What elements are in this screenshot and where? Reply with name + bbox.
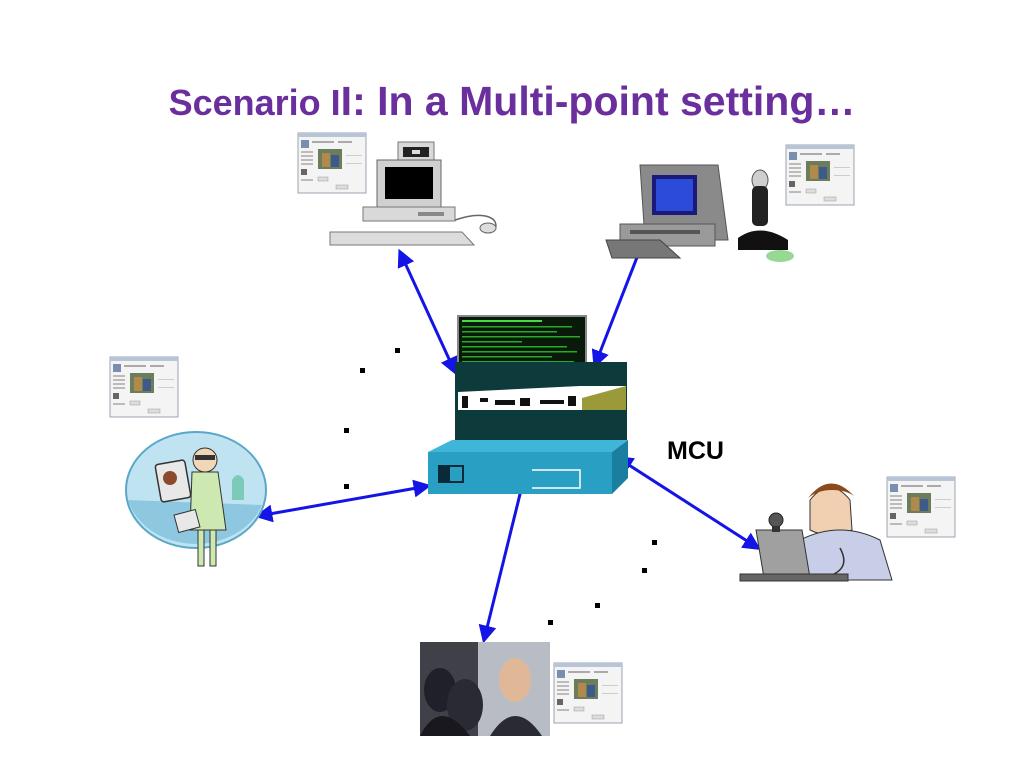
link-gaming-pc: [591, 238, 647, 369]
person-with-tablet-icon: [125, 431, 267, 567]
person-with-laptop-webcam-icon: [739, 483, 893, 582]
link-laptop-user: [614, 456, 762, 550]
title-rest: In a Multi-point setting…: [377, 78, 856, 124]
video-conference-icon: [420, 642, 550, 736]
app-window-mobile: [109, 356, 179, 418]
link-mobile-user: [254, 479, 432, 523]
title-prefix: Scenario I: [168, 82, 341, 123]
link-desktop-pc: [397, 248, 458, 376]
app-window-gaming: [785, 144, 855, 206]
mcu-label: MCU: [667, 437, 724, 465]
app-window-desktop: [297, 132, 367, 194]
app-window-video: [553, 662, 623, 724]
slide-title: Scenario II: In a Multi-point setting…: [0, 78, 1024, 125]
mcu-server-icon: [428, 315, 628, 494]
desktop-computer-icon: [329, 141, 497, 246]
dotted-link-indicator: [344, 348, 657, 625]
app-window-laptop: [886, 476, 956, 538]
computer-with-joystick-icon: [605, 164, 794, 262]
link-video-conference: [478, 474, 530, 644]
title-mid: I:: [340, 78, 378, 124]
